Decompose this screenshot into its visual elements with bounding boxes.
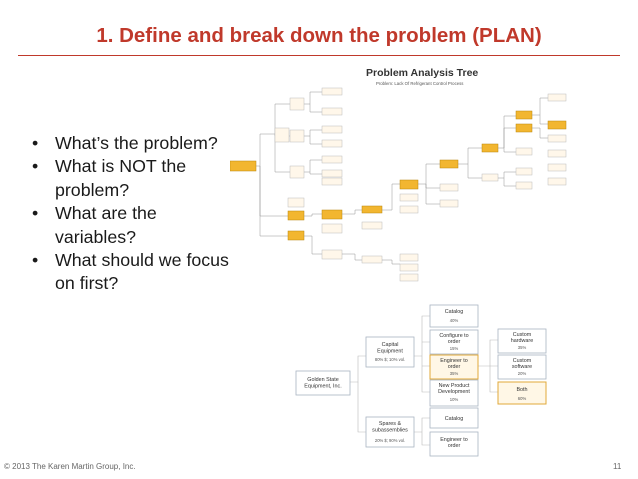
org-root-node: [295, 370, 351, 396]
tree-node: [547, 134, 567, 143]
tree-node: [481, 173, 499, 182]
problem-tree-subtitle: Problem: Lack Of Refrigerant Control Pro…: [376, 81, 464, 86]
tree-node: [515, 181, 533, 190]
tree-node-highlight: [515, 123, 533, 133]
tree-node: [321, 223, 343, 234]
engineer-to-order-node: [429, 354, 479, 380]
tree-node-highlight: [547, 120, 567, 130]
tree-node: [361, 255, 383, 264]
tree-node-highlight: [287, 210, 305, 221]
svg-text:Both: Both: [516, 387, 527, 393]
bullet-item: What should we focus on first?: [26, 249, 236, 296]
tree-node-highlight: [399, 179, 419, 190]
svg-text:Catalog: Catalog: [445, 309, 464, 315]
tree-node: [515, 167, 533, 176]
tree-node: [399, 253, 419, 262]
tree-node: [274, 127, 290, 143]
tree-node: [321, 107, 343, 116]
capital-note: 80% $; 10% vol.: [375, 357, 405, 362]
tree-node: [321, 87, 343, 96]
tree-node: [399, 205, 419, 214]
spares-node: [365, 416, 415, 448]
tree-node: [399, 273, 419, 282]
tree-node: [321, 249, 343, 260]
slide-title: 1. Define and break down the problem (PL…: [96, 24, 542, 47]
custom-software-node: [497, 354, 547, 380]
problem-tree-title: Problem Analysis Tree: [366, 67, 479, 79]
svg-text:35%: 35%: [450, 371, 459, 376]
new-product-development-node: [429, 379, 479, 407]
configure-to-order-node: [429, 329, 479, 355]
page-number: 11: [613, 462, 622, 471]
tree-node: [439, 199, 459, 208]
tree-root-node: [230, 160, 257, 172]
spares-note: 20% $; 90% vol.: [375, 438, 405, 443]
tree-node: [321, 155, 343, 164]
tree-node: [547, 149, 567, 158]
svg-text:15%: 15%: [450, 346, 459, 351]
title-underline: [18, 55, 620, 56]
svg-text:40%: 40%: [450, 318, 459, 323]
svg-text:10%: 10%: [450, 397, 459, 402]
catalog-bottom-node: [429, 407, 479, 429]
tree-node: [547, 93, 567, 102]
tree-node: [289, 165, 305, 179]
tree-node: [439, 183, 459, 192]
both-node: [497, 381, 547, 405]
svg-text:20%: 20%: [518, 371, 527, 376]
tree-node: [399, 263, 419, 272]
tree-node-highlight: [287, 230, 305, 241]
svg-text:Catalog: Catalog: [445, 416, 464, 422]
question-list: What’s the problem? What is NOT the prob…: [26, 132, 236, 296]
tree-node: [321, 169, 343, 178]
bullet-item: What’s the problem?: [26, 132, 236, 156]
tree-node: [287, 197, 305, 208]
tree-node-highlight: [321, 209, 343, 220]
bullet-item: What are the variables?: [26, 202, 236, 249]
tree-node-highlight: [481, 143, 499, 153]
svg-text:35%: 35%: [518, 345, 527, 350]
tree-node-highlight: [515, 110, 533, 120]
svg-text:60%: 60%: [518, 396, 527, 401]
problem-tree-diagram: [230, 87, 567, 282]
tree-node: [547, 163, 567, 172]
tree-node: [547, 177, 567, 186]
custom-hardware-node: [497, 328, 547, 354]
problem-analysis-tree: Problem Analysis Tree Problem: Lack Of R…: [230, 64, 608, 292]
tree-node: [361, 221, 383, 230]
tree-node: [321, 139, 343, 148]
tree-node: [289, 97, 305, 111]
tree-node: [289, 129, 305, 143]
engineer-to-order-bottom-node: [429, 431, 479, 457]
catalog-top-node: [429, 304, 479, 328]
tree-node: [321, 177, 343, 186]
tree-node: [515, 147, 533, 156]
copyright-footer: © 2013 The Karen Martin Group, Inc.: [4, 462, 136, 471]
tree-node: [321, 125, 343, 134]
bullet-item: What is NOT the problem?: [26, 155, 236, 202]
svg-text:Spares &subassemblies: Spares &subassemblies: [372, 421, 408, 434]
tree-node-highlight: [361, 205, 383, 214]
tree-node: [399, 193, 419, 202]
tree-node-highlight: [439, 159, 459, 169]
capital-equipment-node: [365, 336, 415, 368]
